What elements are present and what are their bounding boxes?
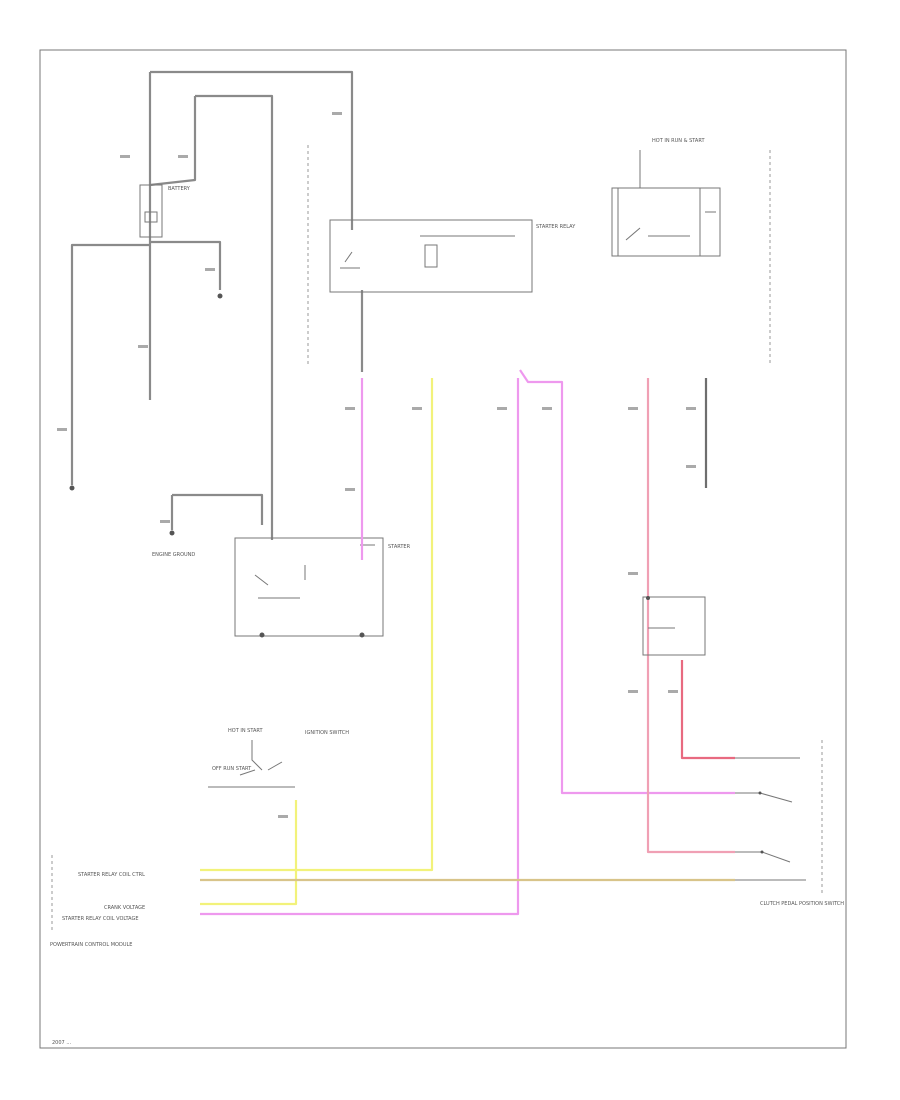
pcm-label: POWERTRAIN CONTROL MODULE	[50, 942, 132, 948]
ignition-switch: IGNITION SWITCH HOT IN START OFF RUN STA…	[208, 728, 349, 788]
battery-feed-wires	[70, 70, 364, 540]
ground-point	[69, 485, 75, 491]
relay-coil-voltage-label: STARTER RELAY COIL VOLTAGE	[62, 916, 139, 922]
crank-voltage-wire	[200, 378, 434, 906]
ignition-switch-label: IGNITION SWITCH	[305, 730, 349, 736]
battery-label: BATTERY	[168, 186, 191, 192]
starter-relay: STARTER RELAY	[329, 219, 576, 293]
module-box	[642, 596, 706, 656]
clutch-switch-label: CLUTCH PEDAL POSITION SWITCH	[760, 901, 844, 907]
off-run-start-label: OFF RUN START	[212, 766, 252, 772]
hot-in-run-label: HOT IN RUN & START	[652, 138, 705, 144]
ignition-switch-position-label: HOT IN START	[228, 728, 264, 734]
starter-relay-label: STARTER RELAY	[536, 224, 576, 230]
clutch-switch-wires	[646, 378, 735, 854]
diagram-frame	[39, 49, 847, 1049]
engine-ground-label: ENGINE GROUND	[152, 552, 195, 558]
clutch-switch: CLUTCH PEDAL POSITION SWITCH	[735, 757, 844, 907]
relay-coil-voltage-wire	[200, 369, 735, 916]
relay-coil-ctrl-label: STARTER RELAY COIL CTRL	[78, 872, 145, 878]
starter-label: STARTER	[388, 544, 411, 550]
battery: BATTERY	[139, 184, 191, 238]
wire-tick-labels	[57, 112, 696, 818]
starter-motor: STARTER	[234, 537, 411, 638]
ground-point	[217, 293, 223, 299]
crank-voltage-label: CRANK VOLTAGE	[104, 905, 145, 911]
ignition-relay: HOT IN RUN & START	[611, 138, 721, 257]
footer-code: 2007 ...	[52, 1040, 71, 1046]
ground-point	[169, 530, 175, 536]
pcm-connector: STARTER RELAY COIL CTRL CRANK VOLTAGE ST…	[50, 872, 145, 948]
